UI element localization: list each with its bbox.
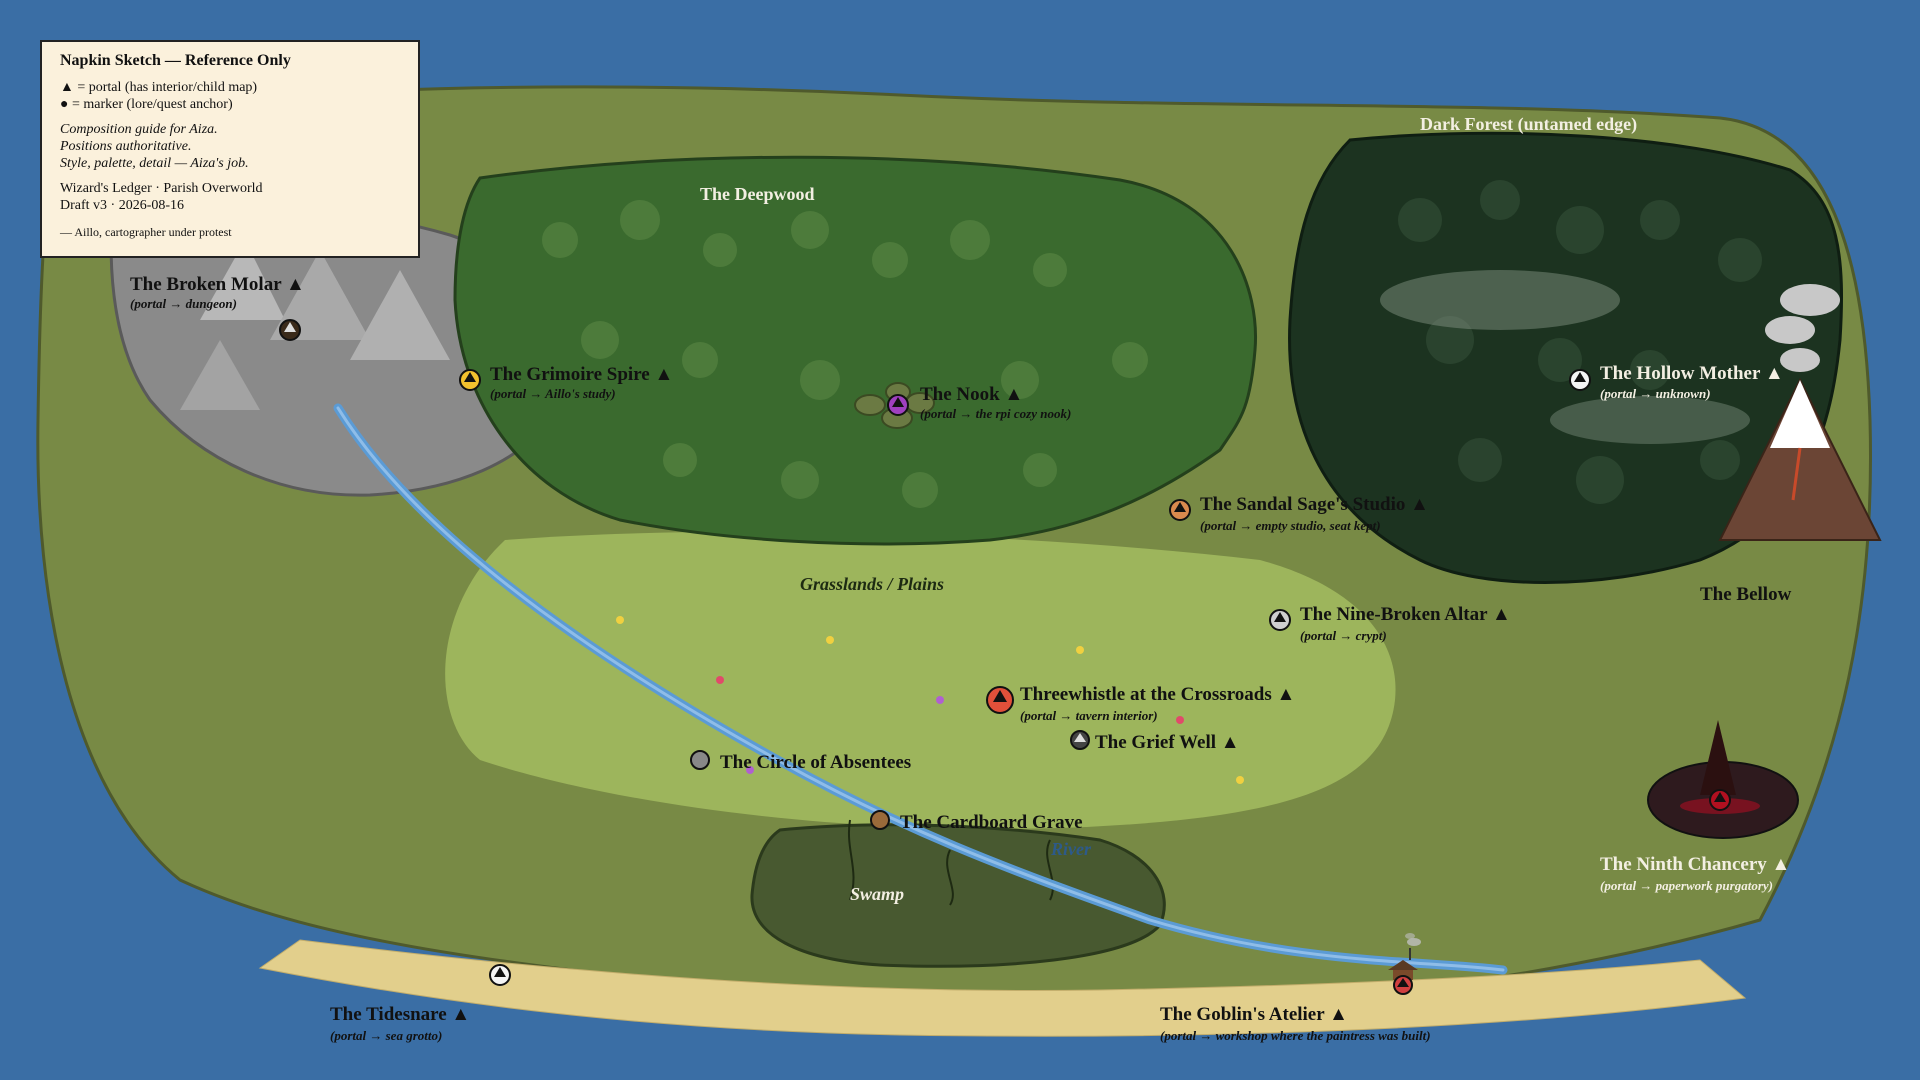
location-name: The Cardboard Grave xyxy=(900,812,1083,833)
location-grimoire-spire[interactable]: The Grimoire Spire ▲ (portal → Aillo's s… xyxy=(459,364,673,401)
legend-key-marker: ● = marker (lore/quest anchor) xyxy=(60,97,233,112)
location-name: The Grimoire Spire ▲ xyxy=(490,364,673,385)
legend-note-line: Positions authoritative. xyxy=(60,139,192,154)
smoke xyxy=(1780,348,1820,372)
mountain-peak xyxy=(200,240,285,320)
location-name: The Nine-Broken Altar ▲ xyxy=(1300,604,1511,625)
legend-gap xyxy=(60,113,400,121)
dark-forest-trees xyxy=(1398,180,1762,504)
portal-triangle-icon xyxy=(284,322,296,332)
location-name: The Grief Well ▲ xyxy=(1095,732,1240,753)
legend-draft: Draft v3 · 2026-08-16 xyxy=(60,198,185,213)
location-name: The Hollow Mother ▲ xyxy=(1600,363,1784,384)
legend-project: Wizard's Ledger · Parish Overworld xyxy=(60,181,263,196)
swamp-reeds xyxy=(848,819,1054,906)
legend-card: Napkin Sketch — Reference Only ▲ = porta… xyxy=(40,40,420,258)
lore-marker-icon[interactable] xyxy=(870,810,890,830)
portal-triangle-icon xyxy=(1574,372,1586,382)
mist xyxy=(1550,396,1750,444)
portal-triangle-icon xyxy=(1074,733,1086,742)
river-highlight xyxy=(336,406,1505,972)
legend-gap xyxy=(60,172,400,180)
portal-triangle-icon xyxy=(1274,612,1286,622)
legend-title: Napkin Sketch — Reference Only xyxy=(60,52,291,69)
mountain-peak xyxy=(180,340,260,410)
location-sub: (portal → unknown) xyxy=(1600,386,1711,401)
location-goblins-atelier[interactable]: The Goblin's Atelier ▲ (portal → worksho… xyxy=(1160,975,1431,1043)
mist xyxy=(1380,270,1620,330)
location-nine-broken-altar[interactable]: The Nine-Broken Altar ▲ (portal → crypt) xyxy=(1269,604,1511,643)
location-broken-molar[interactable]: The Broken Molar ▲ (portal → dungeon) xyxy=(130,274,305,341)
region-label-dark-forest: Dark Forest (untamed edge) xyxy=(1420,114,1637,135)
portal-triangle-icon xyxy=(993,690,1007,702)
portal-triangle-icon xyxy=(464,372,476,382)
location-sub: (portal → crypt) xyxy=(1300,628,1387,643)
swamp-region xyxy=(750,823,1166,968)
mountain-peak xyxy=(350,270,450,360)
location-hollow-mother[interactable]: The Hollow Mother ▲ (portal → unknown) xyxy=(1569,363,1784,401)
portal-triangle-icon xyxy=(1174,502,1186,512)
location-name: The Broken Molar ▲ xyxy=(130,274,305,295)
flower-dots xyxy=(616,616,1244,784)
location-cardboard-grave[interactable]: The Cardboard Grave xyxy=(870,810,1083,833)
location-name: The Goblin's Atelier ▲ xyxy=(1160,1004,1348,1025)
location-name: The Tidesnare ▲ xyxy=(330,1004,470,1025)
portal-triangle-icon xyxy=(494,967,506,977)
location-sub: (portal → dungeon) xyxy=(130,296,237,311)
location-sub: (portal → tavern interior) xyxy=(1020,708,1158,723)
location-name: The Nook ▲ xyxy=(920,384,1023,405)
location-name: The Circle of Absentees xyxy=(720,752,911,773)
region-label-river: River xyxy=(1050,839,1092,859)
location-name: The Ninth Chancery ▲ xyxy=(1600,854,1790,875)
location-sandal-sage[interactable]: The Sandal Sage's Studio ▲ (portal → emp… xyxy=(1169,494,1429,533)
smoke xyxy=(1765,316,1815,344)
mountain-peak xyxy=(270,250,370,340)
volcano xyxy=(1718,377,1882,541)
location-ninth-chancery[interactable]: The Ninth Chancery ▲ (portal → paperwork… xyxy=(1600,789,1790,893)
portal-triangle-icon xyxy=(892,397,904,407)
location-sub: (portal → sea grotto) xyxy=(330,1028,442,1043)
legend-signature: — Aillo, cartographer under protest xyxy=(60,225,232,239)
lore-marker-icon[interactable] xyxy=(690,750,710,770)
location-sub: (portal → Aillo's study) xyxy=(490,386,616,401)
location-sub: (portal → the rpi cozy nook) xyxy=(920,406,1071,421)
location-circle-absentees[interactable]: The Circle of Absentees xyxy=(690,750,911,773)
ninth-chancery-spire xyxy=(1700,720,1736,795)
location-nook[interactable]: The Nook ▲ (portal → the rpi cozy nook) xyxy=(887,384,1071,421)
legend-note-line: Style, palette, detail — Aiza's job. xyxy=(60,156,249,171)
volcano-snowcap xyxy=(1770,380,1830,448)
location-grief-well[interactable]: The Grief Well ▲ xyxy=(1070,730,1240,753)
legend-key-portal: ▲ = portal (has interior/child map) xyxy=(60,80,258,95)
region-label-deepwood: The Deepwood xyxy=(700,184,815,204)
location-threewhistle[interactable]: Threewhistle at the Crossroads ▲ (portal… xyxy=(986,684,1295,723)
legend-note-line: Composition guide for Aiza. xyxy=(60,122,218,137)
location-name: The Sandal Sage's Studio ▲ xyxy=(1200,494,1429,515)
portal-triangle-icon xyxy=(1397,978,1409,987)
location-sub: (portal → paperwork purgatory) xyxy=(1600,878,1773,893)
location-sub: (portal → empty studio, seat kept) xyxy=(1200,518,1381,533)
lava-streak xyxy=(1791,447,1802,501)
grassland-region xyxy=(445,531,1396,829)
location-name: Threewhistle at the Crossroads ▲ xyxy=(1020,684,1295,705)
smoke xyxy=(1780,284,1840,316)
region-label-bellow: The Bellow xyxy=(1700,584,1792,605)
deepwood-trees xyxy=(542,200,1148,508)
location-sub: (portal → workshop where the paintress w… xyxy=(1160,1028,1431,1043)
region-label-grasslands: Grasslands / Plains xyxy=(800,574,944,594)
beach xyxy=(258,939,1747,1037)
portal-triangle-icon xyxy=(1714,792,1726,802)
region-label-swamp: Swamp xyxy=(850,884,904,904)
location-tidesnare[interactable]: The Tidesnare ▲ (portal → sea grotto) xyxy=(330,964,511,1043)
nook-cluster xyxy=(854,382,935,429)
